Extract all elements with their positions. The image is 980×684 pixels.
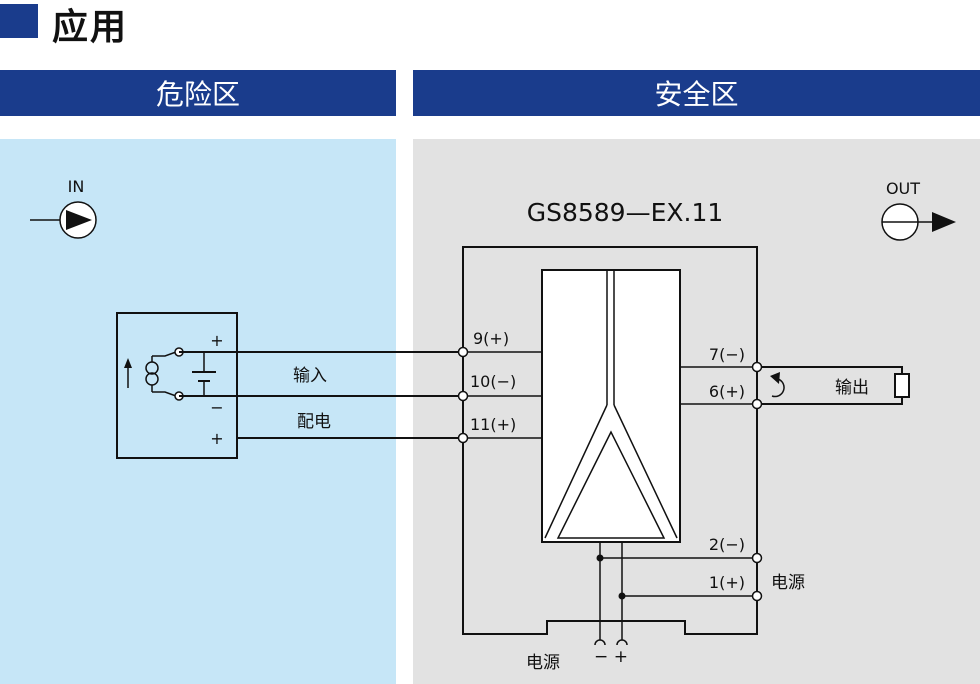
- power-wires: [594, 542, 757, 646]
- isolator-symbol: [544, 404, 678, 539]
- load-resistor-icon: [894, 373, 910, 398]
- terminal-1: [751, 590, 763, 602]
- heading-title: 应用: [52, 7, 129, 48]
- current-loop-icon: [770, 372, 785, 398]
- terminal-10: [457, 390, 469, 402]
- power-right-label: 电源: [771, 573, 805, 593]
- terminal-11: [457, 432, 469, 444]
- in-label: IN: [68, 177, 85, 196]
- field-wires: [179, 351, 463, 439]
- terminal-7: [751, 361, 763, 373]
- hazard-zone-header: 危险区: [0, 70, 396, 116]
- terminal-2-label: 2(−): [709, 535, 745, 554]
- power-bottom-pins: − +: [594, 647, 628, 667]
- terminal-6: [751, 398, 763, 410]
- heading-square-icon: [0, 4, 38, 38]
- battery-icon: [192, 352, 216, 396]
- out-arrow-icon: [881, 203, 956, 241]
- terminal-9: [457, 346, 469, 358]
- out-label: OUT: [886, 179, 920, 198]
- output-label: 输出: [835, 378, 869, 398]
- terminal-10-label: 10(−): [470, 372, 516, 391]
- input-wire-label: 输入: [293, 366, 327, 386]
- sensor-plus-bottom: +: [210, 429, 223, 448]
- sensor-minus: −: [210, 398, 223, 417]
- sensor-plus-top: +: [210, 331, 223, 350]
- terminal-11-label: 11(+): [470, 415, 516, 434]
- module-frame: [462, 246, 758, 635]
- output-wires: [757, 366, 903, 405]
- terminal-2: [751, 552, 763, 564]
- terminal-6-label: 6(+): [709, 382, 745, 401]
- safe-zone-header: 安全区: [413, 70, 980, 116]
- power-bottom-label: 电源: [526, 653, 560, 673]
- sensor-box: [116, 312, 238, 459]
- model-title: GS8589—EX.11: [527, 198, 724, 227]
- terminal-1-label: 1(+): [709, 573, 745, 592]
- supply-wire-label: 配电: [297, 412, 331, 432]
- in-arrow-icon: [30, 201, 97, 239]
- terminal-7-label: 7(−): [709, 345, 745, 364]
- terminal-9-label: 9(+): [473, 329, 509, 348]
